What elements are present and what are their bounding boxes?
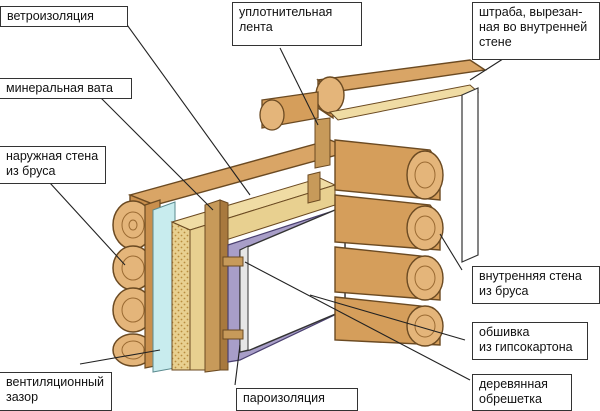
batten-stubs <box>222 256 244 340</box>
batten-posts <box>204 171 321 373</box>
inner-wall-logs <box>259 59 487 347</box>
label-inner-wall: внутренняя стена из бруса <box>472 266 600 304</box>
label-outer-wall: наружная стена из бруса <box>0 146 106 184</box>
inner-wall-log-faces <box>334 139 444 347</box>
label-vapor-barrier: пароизоляция <box>236 388 358 411</box>
label-vent-gap: вентиляционный зазор <box>0 372 112 411</box>
label-battens: деревянная обрешетка <box>472 374 572 411</box>
label-drywall: обшивка из гипсокартона <box>472 322 588 360</box>
label-groove: штраба, вырезан- ная во внутренней стене <box>472 2 600 60</box>
label-sealing-tape: уплотнительная лента <box>232 2 362 46</box>
leader-lines <box>49 21 521 386</box>
drywall-sheet <box>239 209 346 353</box>
label-mineral-wool: минеральная вата <box>0 78 132 99</box>
label-wind-barrier: ветроизоляция <box>0 6 128 27</box>
